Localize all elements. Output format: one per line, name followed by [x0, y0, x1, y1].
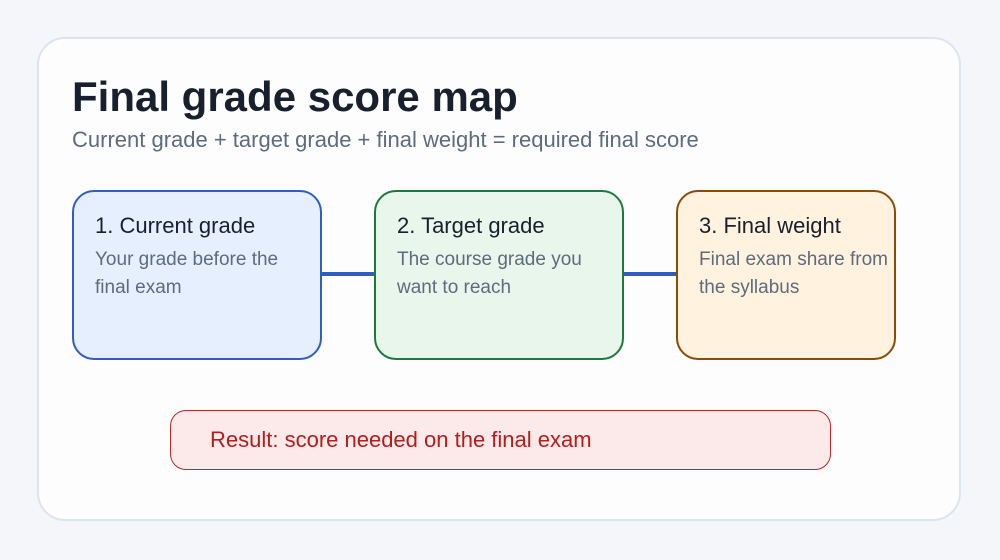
- diagram-title: Final grade score map: [72, 73, 518, 120]
- step-target-grade: 2. Target grade The course grade you wan…: [374, 190, 624, 360]
- step-title: 3. Final weight: [699, 213, 841, 238]
- result-box: Result: score needed on the final exam: [170, 410, 831, 470]
- step-description: Final exam share from the syllabus: [699, 249, 889, 298]
- step-description: Your grade before the final exam: [95, 249, 279, 298]
- step-title: 2. Target grade: [397, 213, 545, 238]
- step-final-weight: 3. Final weight Final exam share from th…: [676, 190, 896, 360]
- step-current-grade: 1. Current grade Your grade before the f…: [72, 190, 322, 360]
- connector-1-2: [320, 272, 376, 276]
- step-title: 1. Current grade: [95, 213, 256, 238]
- step-description: The course grade you want to reach: [397, 249, 582, 298]
- connector-2-3: [622, 272, 678, 276]
- diagram-subtitle: Current grade + target grade + final wei…: [72, 127, 699, 152]
